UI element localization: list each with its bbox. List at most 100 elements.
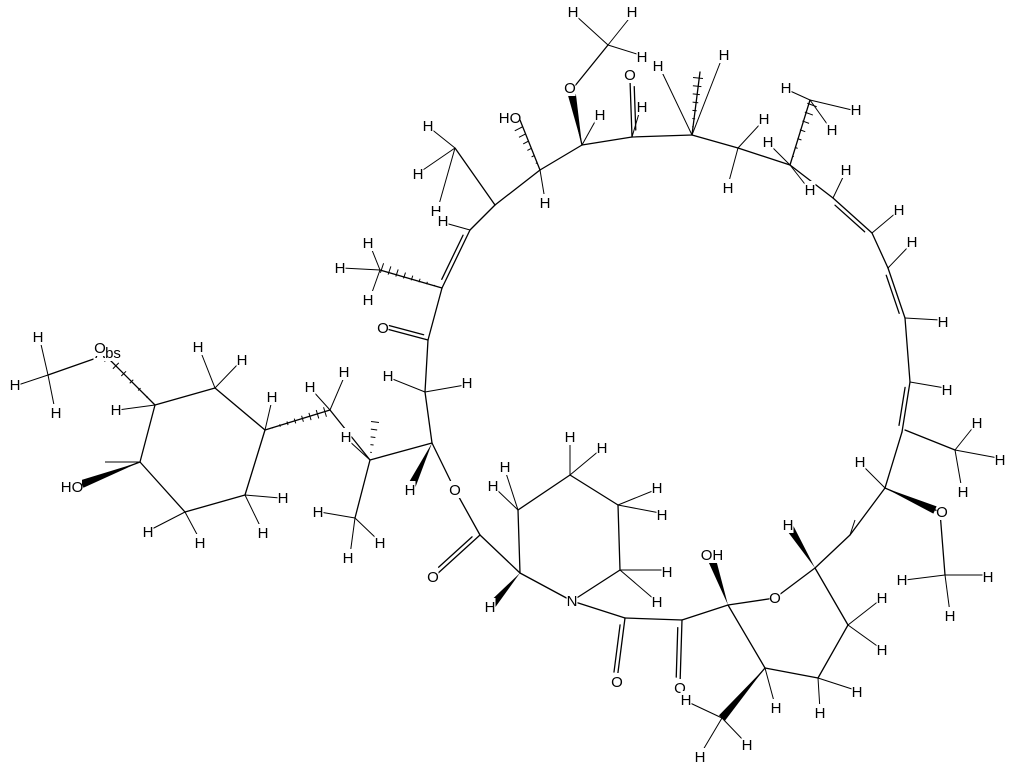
h: H — [719, 47, 730, 64]
atom-label-bg — [192, 338, 204, 355]
atom-label-bg — [624, 66, 636, 83]
hashed-bond-stroke — [518, 133, 526, 138]
bond — [139, 404, 156, 463]
atom-label-bg — [718, 46, 730, 63]
h-bond — [214, 361, 241, 389]
h: H — [313, 504, 324, 521]
h-bond — [569, 449, 601, 476]
atom-label-bg — [652, 57, 664, 74]
h-bond — [847, 624, 881, 649]
hashed-bond-stroke — [692, 101, 699, 104]
bond — [727, 604, 766, 669]
h: H — [681, 692, 692, 709]
wedge-bond — [568, 94, 582, 145]
h: H — [897, 572, 908, 589]
h: H — [258, 525, 269, 542]
bond — [871, 232, 889, 269]
atom-label-bg — [500, 109, 520, 126]
h: H — [375, 535, 386, 552]
h: H — [568, 4, 579, 21]
h-bond — [847, 599, 881, 626]
atom-label-bg — [236, 351, 248, 368]
carbonyl-oxygen: O — [427, 569, 439, 586]
bond — [571, 600, 626, 619]
h-bond — [887, 244, 911, 269]
atom-label-bg — [334, 259, 346, 276]
bond — [691, 134, 739, 149]
hashed-bond-stroke — [799, 129, 806, 133]
atom-label-bg — [382, 367, 394, 384]
h-bond — [809, 99, 853, 111]
bond — [737, 147, 791, 166]
hashed-bond-stroke — [535, 162, 538, 164]
atom-label-bg — [680, 691, 692, 708]
bond — [454, 147, 496, 206]
wedge-bond — [488, 573, 520, 608]
atom-label-bg — [50, 404, 62, 421]
atom-label-bg — [362, 291, 374, 308]
bond — [427, 287, 443, 341]
h: H — [907, 234, 918, 251]
bond — [624, 617, 683, 621]
h: H — [267, 389, 278, 406]
ester-oxygen: O — [449, 482, 461, 499]
h-bond — [574, 14, 609, 46]
atom-label-bg — [854, 453, 866, 470]
double-bond — [616, 617, 626, 681]
h: H — [771, 700, 782, 717]
bond — [617, 504, 621, 571]
carbonyl-oxygen: O — [611, 674, 623, 691]
hashed-bond-stroke — [418, 278, 421, 283]
h: H — [111, 402, 122, 419]
atom-label-bg — [32, 328, 44, 345]
h-bond — [244, 494, 281, 499]
h: H — [652, 480, 663, 497]
h-bond — [354, 517, 379, 541]
h-bond — [904, 574, 946, 581]
bond — [569, 44, 609, 93]
double-bond — [885, 274, 900, 314]
h: H — [942, 382, 953, 399]
hashed-bond-stroke — [120, 370, 127, 377]
atom-label-bg — [702, 546, 722, 563]
bond — [214, 387, 266, 431]
hashed-bond-stroke — [794, 146, 798, 149]
atom-label-bg — [374, 534, 386, 551]
bond — [904, 429, 956, 451]
atom-label-bg — [342, 549, 354, 566]
hydroxyl: HO — [499, 110, 522, 127]
hashed-bond-stroke — [323, 407, 327, 417]
double-bond — [898, 386, 906, 427]
double-bond — [901, 381, 911, 433]
h: H — [938, 314, 949, 331]
atom-label-bg — [539, 194, 551, 211]
h: H — [540, 195, 551, 212]
double-bond — [441, 229, 471, 289]
hashed-bond-stroke — [286, 421, 289, 426]
ring-oxygen: O — [769, 590, 781, 607]
h: H — [488, 478, 499, 495]
wedge-bond — [718, 668, 765, 721]
double-bond — [441, 234, 464, 280]
hashed-bond-stroke — [395, 269, 399, 277]
h-bond — [444, 222, 471, 231]
h-bond — [659, 67, 693, 136]
h: H — [759, 111, 770, 128]
atom-label-bg — [277, 489, 289, 506]
atom-label-bg — [94, 339, 106, 356]
atom-label-bg — [9, 376, 21, 393]
h-bond — [149, 511, 186, 531]
bond — [814, 534, 851, 569]
atom-label-bg — [893, 201, 905, 218]
atom-label-bg — [110, 401, 122, 418]
h: H — [193, 339, 204, 356]
h: H — [10, 377, 21, 394]
atom-label-bg — [944, 607, 956, 624]
h: H — [653, 58, 664, 75]
h: H — [841, 162, 852, 179]
double-bond — [633, 86, 637, 131]
hashed-bond-stroke — [692, 76, 704, 80]
hashed-bond-stroke — [522, 140, 529, 145]
hashed-bond-stroke — [797, 138, 802, 141]
